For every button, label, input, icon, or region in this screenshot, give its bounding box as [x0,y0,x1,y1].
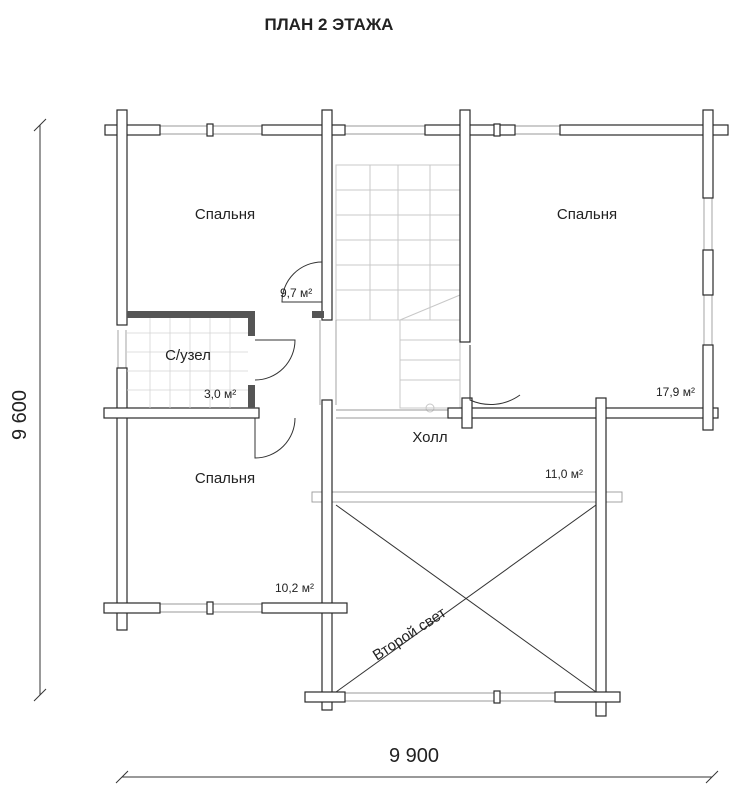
dimension-width: 9 900 [389,745,439,767]
room-name-second-light: Второй свет [370,604,450,664]
plan-title: ПЛАН 2 ЭТАЖА [265,15,394,34]
room-area-bedroom-top-right: 17,9 м² [656,385,695,399]
room-name-bedroom-bottom-left: Спальня [195,470,255,487]
doors [254,261,521,459]
room-area-bedroom-top-left: 9,7 м² [280,286,312,300]
dimension-lines [33,118,719,784]
room-name-hall: Холл [412,429,447,446]
room-area-bathroom: 3,0 м² [204,387,236,401]
staircase [335,164,462,413]
room-name-bedroom-top-left: Спальня [195,206,255,223]
log-walls [103,109,729,717]
room-name-bedroom-top-right: Спальня [557,206,617,223]
room-name-bathroom: С/узел [165,347,211,364]
room-area-bedroom-bottom-left: 10,2 м² [275,581,314,595]
room-area-hall: 11,0 м² [545,467,583,481]
dimension-height: 9 600 [9,390,31,440]
second-light-void [335,504,597,693]
